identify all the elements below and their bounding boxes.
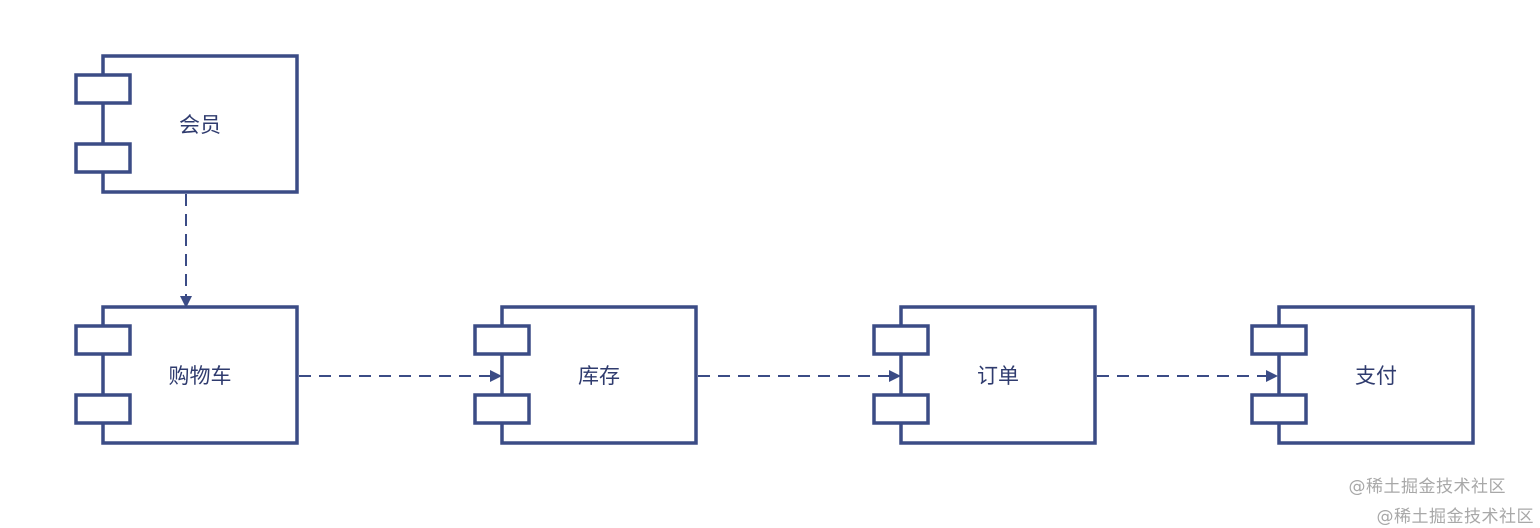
component-inventory-port-bottom: [473, 393, 531, 425]
component-cart[interactable]: 购物车: [74, 305, 299, 445]
component-cart-body: [101, 305, 299, 445]
component-inventory[interactable]: 库存: [473, 305, 698, 445]
component-payment-port-bottom: [1250, 393, 1308, 425]
component-order-port-top: [872, 324, 930, 356]
component-member[interactable]: 会员: [74, 54, 299, 194]
component-order-port-bottom: [872, 393, 930, 425]
component-member-port-bottom: [74, 142, 132, 174]
component-inventory-body: [500, 305, 698, 445]
component-payment[interactable]: 支付: [1250, 305, 1475, 445]
component-order-label: 订单: [977, 364, 1019, 388]
watermark-text-secondary: @稀土掘金技术社区: [1376, 507, 1534, 527]
component-inventory-port-top: [473, 324, 531, 356]
component-order[interactable]: 订单: [872, 305, 1097, 445]
component-member-port-top: [74, 73, 132, 105]
component-payment-label: 支付: [1355, 364, 1397, 388]
component-order-body: [899, 305, 1097, 445]
component-payment-body: [1277, 305, 1475, 445]
component-cart-label: 购物车: [169, 364, 232, 388]
component-payment-port-top: [1250, 324, 1308, 356]
dependencies: [180, 194, 1278, 382]
component-member-label: 会员: [179, 113, 221, 137]
component-member-body: [101, 54, 299, 194]
watermark-text: @稀土掘金技术社区: [1348, 477, 1506, 497]
component-cart-port-top: [74, 324, 132, 356]
component-cart-port-bottom: [74, 393, 132, 425]
component-inventory-label: 库存: [578, 364, 620, 388]
